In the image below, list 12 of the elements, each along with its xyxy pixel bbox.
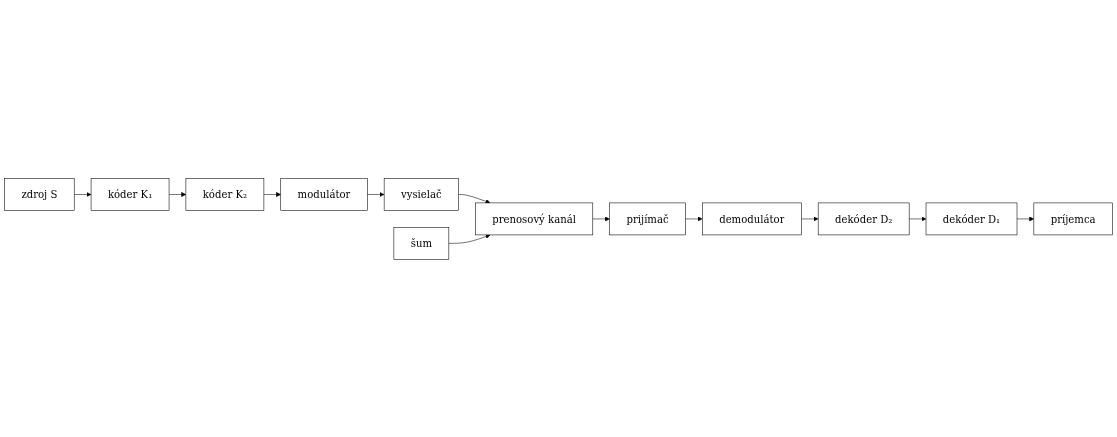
- node-box: príjemca: [1033, 202, 1113, 235]
- node-box: zdroj S: [4, 177, 75, 211]
- node-box: šum: [393, 226, 450, 260]
- node-box: kóder K₂: [185, 177, 265, 211]
- node-box: vysielač: [383, 177, 459, 211]
- node-box: kóder K₁: [90, 177, 170, 211]
- node-box: demodulátor: [702, 202, 802, 235]
- node-box: modulátor: [280, 177, 368, 211]
- node-box: dekóder D₂: [817, 202, 910, 235]
- node-box: prijímač: [609, 202, 686, 235]
- node-box: dekóder D₁: [925, 202, 1018, 235]
- node-box: prenosový kanál: [475, 202, 594, 235]
